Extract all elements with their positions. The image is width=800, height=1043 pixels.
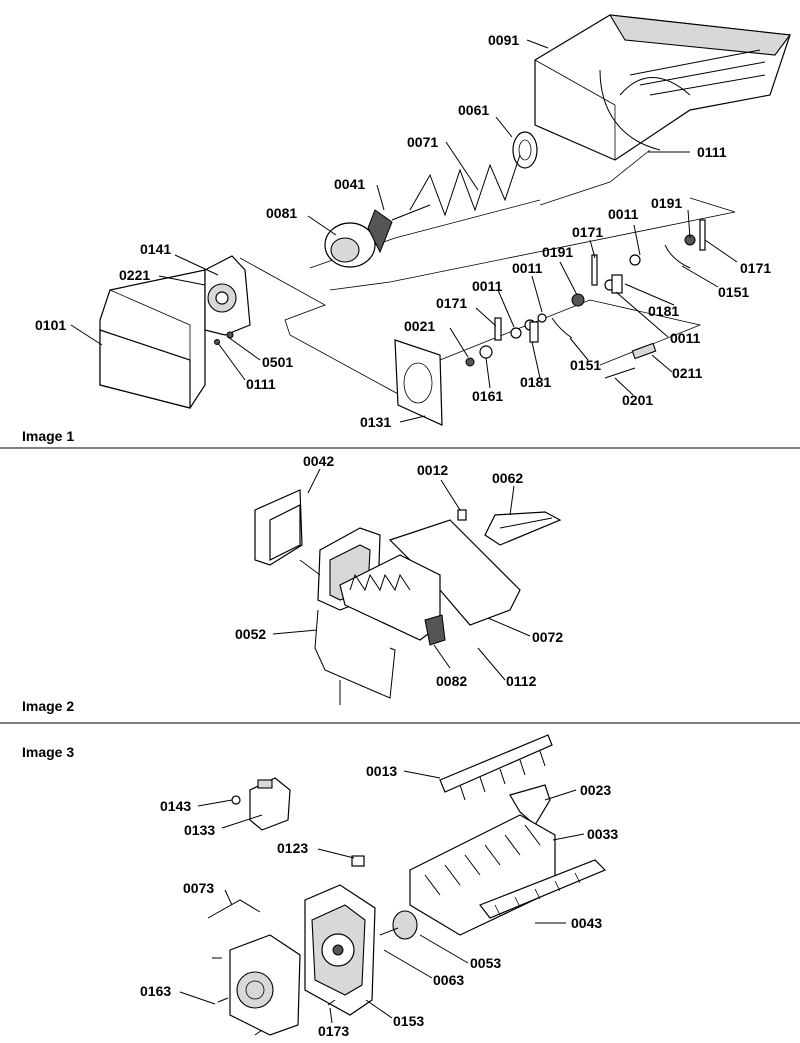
- mounting-plate-part: [394, 339, 443, 426]
- part-label: 0073: [183, 880, 214, 896]
- part-label: 0011: [472, 278, 503, 294]
- wire-arm-part: [314, 609, 396, 699]
- drive-motor-part: [379, 910, 418, 940]
- auger-spring-part: [409, 154, 521, 217]
- part-label: 0181: [520, 374, 551, 390]
- part-label: 0501: [262, 354, 293, 370]
- part-label: 0163: [140, 983, 171, 999]
- cover-plate-part: [254, 489, 303, 566]
- part-label: 0131: [360, 414, 391, 430]
- part-label: 0023: [580, 782, 611, 798]
- part-label: 0062: [492, 470, 523, 486]
- part-label: 0011: [670, 330, 701, 346]
- mold-tray-part: [409, 814, 556, 936]
- part-label: 0042: [303, 453, 334, 469]
- part-label: 0033: [587, 826, 618, 842]
- part-label: 0091: [488, 32, 519, 48]
- part-label: 0072: [532, 629, 563, 645]
- part-label: 0071: [407, 134, 438, 150]
- part-label: 0082: [436, 673, 467, 689]
- part-label: 0081: [266, 205, 297, 221]
- image-1-labels: 0091 0061 0111 0071 0041 0081 0011 0191 …: [35, 32, 771, 430]
- part-label: 0111: [697, 144, 727, 160]
- part-label: 0141: [140, 241, 171, 257]
- part-label: 0181: [648, 303, 679, 319]
- image-3-leaders: [179, 770, 585, 1024]
- part-label: 0133: [184, 822, 215, 838]
- part-label: 0043: [571, 915, 602, 931]
- part-label: 0191: [542, 244, 573, 260]
- part-label: 0053: [470, 955, 501, 971]
- part-label: 0191: [651, 195, 682, 211]
- image-1-diagram: 0091 0061 0111 0071 0041 0081 0011 0191 …: [22, 14, 792, 444]
- part-label: 0161: [472, 388, 503, 404]
- part-label: 0143: [160, 798, 191, 814]
- image-2-diagram: 0042 0012 0062 0052 0072 0082 0112 Image…: [22, 453, 563, 714]
- part-label: 0111: [246, 376, 276, 392]
- part-label: 0041: [334, 176, 365, 192]
- ejector-part: [439, 734, 553, 801]
- part-label: 0012: [417, 462, 448, 478]
- ice-bucket-part: [534, 14, 792, 161]
- part-label: 0201: [622, 392, 653, 408]
- small-clip-part: [351, 855, 365, 867]
- fan-wheel-part: [324, 204, 431, 268]
- part-label: 0101: [35, 317, 66, 333]
- part-label: 0153: [393, 1013, 424, 1029]
- part-label: 0112: [506, 673, 537, 689]
- ice-maker-body-part: [299, 519, 521, 646]
- motor-housing-part: [204, 255, 251, 336]
- module-cover-part: [212, 934, 336, 1036]
- heater-shield-part: [479, 859, 607, 919]
- image-3-labels: 0013 0023 0143 0133 0123 0033 0073 0043 …: [140, 763, 618, 1039]
- image-3-diagram: Image 3: [22, 734, 618, 1039]
- image-1-leaders: [70, 39, 738, 423]
- image-2-labels: 0042 0012 0062 0052 0072 0082 0112: [235, 453, 563, 689]
- part-label: 0063: [433, 972, 464, 988]
- harness-part: [484, 511, 562, 546]
- thermostat-part: [231, 777, 291, 831]
- image-2-title: Image 2: [22, 698, 74, 714]
- shaft-pin-part: [604, 342, 657, 379]
- part-label: 0011: [608, 206, 639, 222]
- part-label: 0151: [570, 357, 601, 373]
- part-label: 0021: [404, 318, 435, 334]
- clip-part: [457, 509, 467, 521]
- front-cover-part: [99, 269, 206, 409]
- part-label: 0061: [458, 102, 489, 118]
- part-label: 0011: [512, 260, 543, 276]
- part-label: 0151: [718, 284, 749, 300]
- part-label: 0123: [277, 840, 308, 856]
- part-label: 0171: [436, 295, 467, 311]
- part-label: 0171: [572, 224, 603, 240]
- image-2-leaders: [272, 468, 531, 681]
- part-label: 0211: [672, 365, 703, 381]
- part-label: 0173: [318, 1023, 349, 1039]
- part-label: 0013: [366, 763, 397, 779]
- control-housing-part: [304, 884, 376, 1016]
- part-label: 0052: [235, 626, 266, 642]
- part-label: 0221: [119, 267, 150, 283]
- drive-collar-part: [512, 131, 538, 169]
- image-1-title: Image 1: [22, 428, 74, 444]
- group-bracket: [207, 899, 261, 919]
- image-3-title: Image 3: [22, 744, 74, 760]
- part-label: 0171: [740, 260, 771, 276]
- stripper-part: [509, 784, 551, 826]
